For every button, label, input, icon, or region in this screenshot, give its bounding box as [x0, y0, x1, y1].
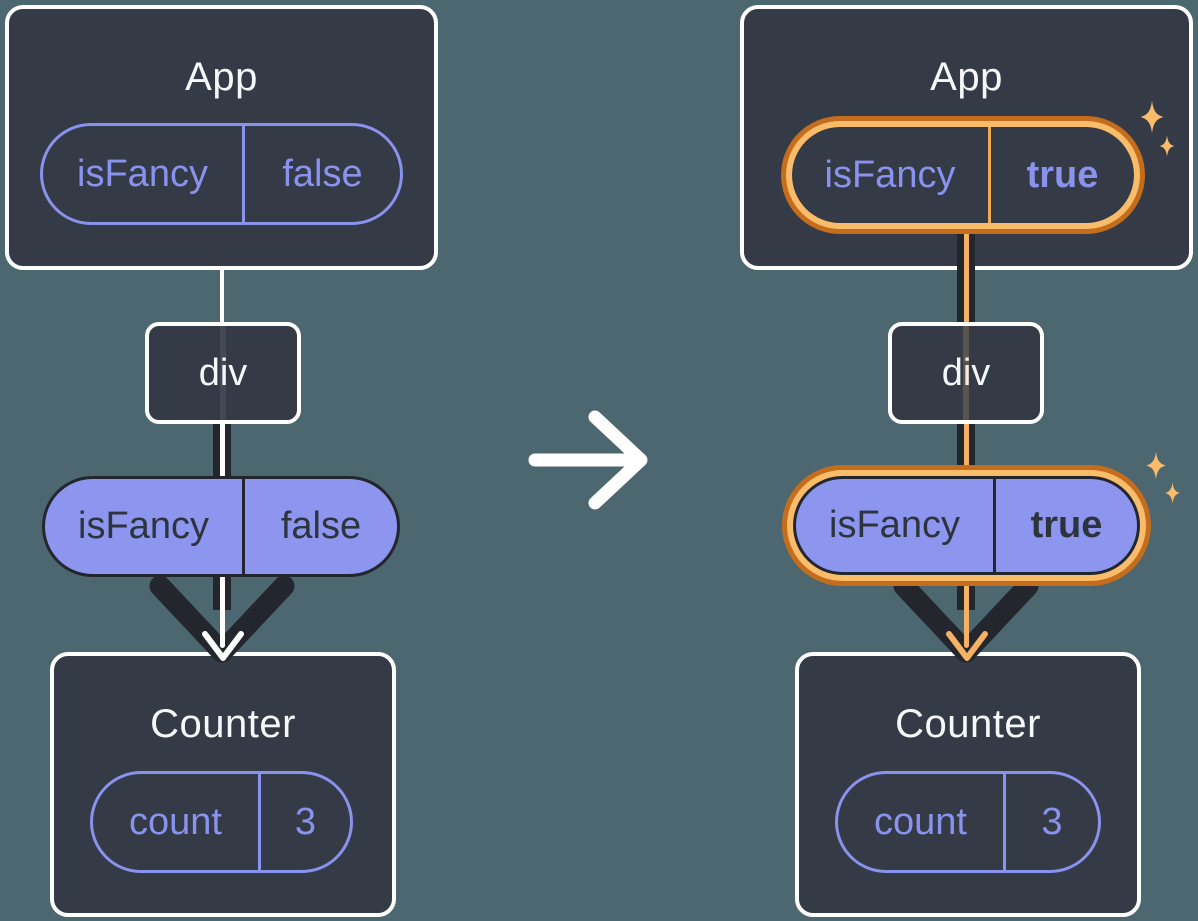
- prop-value: false: [242, 479, 397, 574]
- sparkle-icon: [1140, 100, 1164, 134]
- state-name: isFancy: [824, 153, 956, 196]
- counter-title: Counter: [895, 702, 1041, 746]
- state-name: isFancy: [77, 152, 208, 195]
- pass-through-line: [963, 326, 969, 420]
- app-title: App: [930, 55, 1003, 99]
- arrow-right-icon: [528, 410, 648, 510]
- app-state-pill-highlighted: isFancy true: [792, 127, 1134, 223]
- state-value: false: [242, 126, 400, 222]
- arrowhead-icon: [202, 631, 244, 661]
- counter-title: Counter: [150, 702, 296, 746]
- div-label: div: [941, 351, 991, 394]
- pass-through-line: [220, 326, 226, 420]
- sparkle-icon: [1165, 482, 1180, 504]
- prop-name: isFancy: [829, 504, 960, 546]
- sparkle-icon: [1146, 451, 1166, 480]
- tree-edge: [220, 267, 224, 324]
- div-node: div: [145, 322, 301, 424]
- arrowhead-icon: [946, 631, 988, 661]
- app-card: App: [740, 5, 1193, 270]
- div-label: div: [198, 351, 248, 394]
- state-value: true: [988, 127, 1134, 223]
- counter-state-pill: count 3: [90, 771, 353, 873]
- state-name: count: [874, 800, 967, 843]
- prop-arrow-centerline: [964, 226, 969, 648]
- app-title: App: [185, 55, 258, 99]
- prop-pill-highlighted: isFancy true: [793, 476, 1140, 575]
- state-name: count: [129, 800, 222, 843]
- app-state-pill: isFancy false: [40, 123, 403, 225]
- div-node: div: [888, 322, 1044, 424]
- prop-pill: isFancy false: [42, 476, 400, 577]
- state-value: 3: [1003, 774, 1098, 870]
- sparkle-icon: [1159, 135, 1175, 157]
- counter-state-pill: count 3: [835, 771, 1101, 873]
- prop-value: true: [993, 479, 1137, 572]
- state-value: 3: [258, 774, 350, 870]
- prop-name: isFancy: [78, 505, 209, 547]
